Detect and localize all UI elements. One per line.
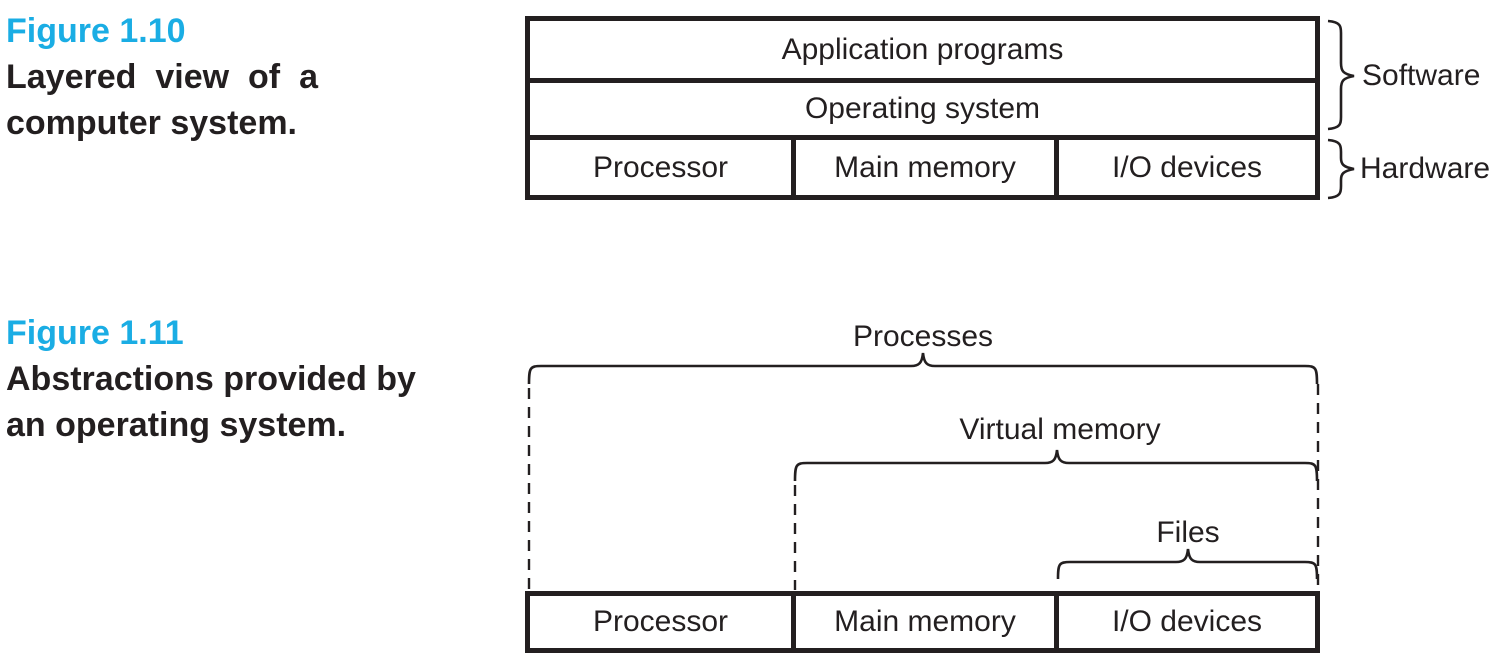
files-brace [1056, 548, 1319, 580]
cell-divider-processor-memory-bottom [791, 591, 796, 653]
hardware-brace-label: Hardware [1360, 152, 1491, 185]
processor-cell-label-bottom: Processor [592, 605, 729, 638]
files-abstraction-label: Files [1156, 516, 1220, 549]
layer-divider-apps-os [525, 78, 1320, 83]
cell-divider-memory-io-bottom [1054, 591, 1059, 653]
operating-system-layer-label: Operating system [804, 92, 1041, 125]
figure-1-11-caption-line-2: an operating system. [6, 406, 347, 444]
virtual-memory-brace [793, 449, 1319, 482]
hardware-brace [1327, 138, 1355, 200]
figure-1-10-caption: Figure 1.10 Layered view of a computer s… [6, 8, 318, 146]
virtual-memory-abstraction-label: Virtual memory [959, 413, 1161, 446]
io-devices-cell-label-top: I/O devices [1111, 150, 1263, 184]
main-memory-cell-label-top: Main memory [834, 150, 1016, 184]
software-brace [1327, 19, 1355, 131]
software-brace-label: Software [1362, 59, 1481, 92]
processes-abstraction-label: Processes [852, 320, 994, 353]
figure-1-10-caption-title: Figure 1.10 [6, 12, 186, 50]
figure-1-11-caption-line-1: Abstractions provided by [6, 360, 416, 398]
application-programs-layer-label: Application programs [781, 32, 1064, 66]
io-devices-cell-label-bottom: I/O devices [1111, 605, 1263, 638]
layered-system-box [525, 16, 1320, 200]
processes-brace [527, 352, 1319, 385]
cell-divider-processor-memory-top [791, 135, 796, 200]
main-memory-cell-label-bottom: Main memory [834, 605, 1016, 638]
cell-divider-memory-io-top [1054, 135, 1059, 200]
figure-1-10-caption-line-1: Layered view of a [6, 58, 318, 96]
processor-cell-label-top: Processor [592, 150, 729, 184]
figure-1-10-caption-line-2: computer system. [6, 104, 297, 142]
figure-1-11-caption: Figure 1.11 Abstractions provided by an … [6, 310, 416, 448]
layer-divider-os-hardware [525, 135, 1320, 140]
figure-1-11-caption-title: Figure 1.11 [6, 314, 184, 352]
hardware-row-box [525, 591, 1320, 653]
